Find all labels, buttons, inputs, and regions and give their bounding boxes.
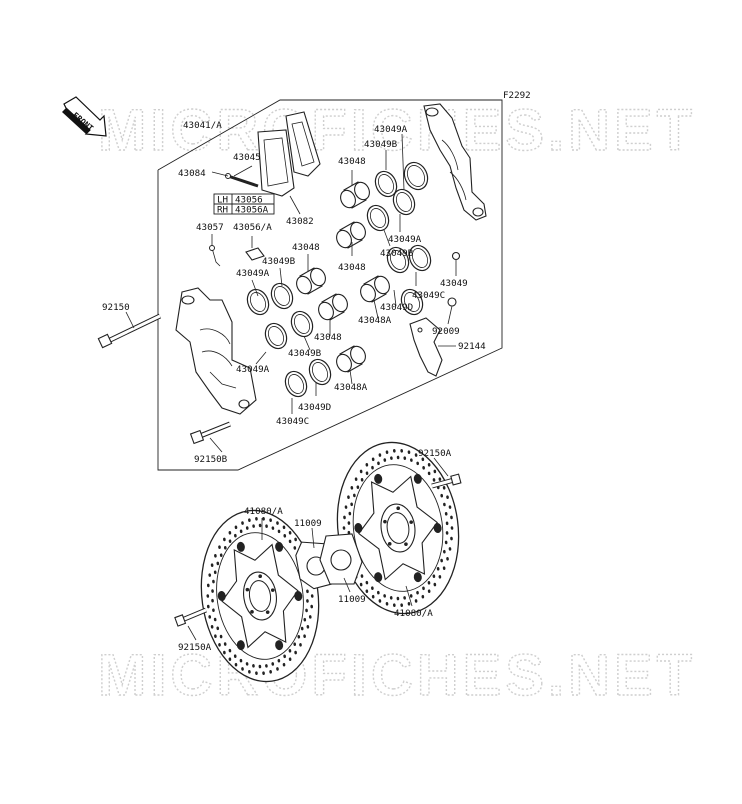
label-43049b-4: 43049B (288, 348, 322, 359)
label-11009-2: 11009 (338, 594, 366, 605)
piston (336, 221, 366, 249)
disc-bolt-92150a-upper (431, 473, 462, 489)
label-43048a-2: 43048A (334, 382, 368, 393)
label-43049: 43049 (440, 278, 468, 289)
label-43049b-2: 43049B (364, 139, 398, 150)
label-92144: 92144 (458, 341, 486, 352)
piston (296, 267, 326, 295)
label-92009: 92009 (432, 326, 460, 337)
label-43048a-1: 43048A (358, 315, 392, 326)
seal-ring (290, 310, 314, 338)
bracket-bolt (447, 297, 457, 307)
label-43041a: 43041/A (183, 120, 222, 131)
seal-ring (400, 288, 424, 316)
watermark-bottom: MICROFICHES.NET (98, 643, 696, 708)
label-43048-3: 43048 (338, 262, 366, 273)
hose-bracket (409, 317, 443, 377)
right-caliper (423, 103, 487, 221)
label-43048-4: 43048 (314, 332, 342, 343)
seal-ring (264, 322, 288, 350)
rh-label: RH (217, 205, 228, 216)
label-43049b-1: 43049B (262, 256, 296, 267)
label-43049b-3: 43049B (380, 248, 414, 259)
label-92150b: 92150B (194, 454, 228, 465)
label-43056a-spring: 43056/A (233, 222, 272, 233)
label-43049d-2: 43049D (298, 402, 331, 413)
label-92150: 92150 (102, 302, 130, 313)
part-43056a-label: 43056A (235, 205, 269, 216)
seal-ring (392, 188, 416, 216)
label-41080a-2: 41080/A (394, 608, 433, 619)
seal-ring (284, 370, 308, 398)
label-43049a-1: 43049A (236, 268, 270, 279)
disc-inner-rim (352, 464, 444, 592)
label-43049a-2: 43049A (374, 124, 408, 135)
seal-ring (374, 170, 398, 198)
lh-label: LH (217, 195, 228, 206)
pad-spring (245, 247, 265, 261)
label-41080a-1: 41080/A (244, 506, 283, 517)
left-caliper (175, 287, 257, 415)
disc-carrier (354, 473, 442, 583)
caliper-bolt-92150 (97, 313, 162, 349)
label-43057: 43057 (196, 222, 224, 233)
lh-rh-table: LH 43056 RH 43056A (213, 193, 275, 216)
pin-clip (209, 245, 221, 267)
seal-ring (246, 288, 270, 316)
caliper-bolt-92150b (189, 421, 231, 445)
label-43045: 43045 (233, 152, 261, 163)
disc-carrier (217, 541, 303, 651)
brake-pad-inner (285, 111, 321, 177)
watermark-top: MICROFICHES.NET (98, 98, 696, 163)
piston (340, 181, 370, 209)
label-11009-1: 11009 (294, 518, 322, 529)
label-43049a-3: 43049A (388, 234, 422, 245)
label-43084: 43084 (178, 168, 206, 179)
diagram-code: F2292 (503, 90, 531, 101)
piston (336, 345, 366, 373)
disc-inner-rim (216, 532, 304, 660)
seal-ring (366, 204, 390, 232)
brake-pad-outer (257, 129, 295, 197)
piston (360, 275, 390, 303)
part-43056-label: 43056 (235, 195, 263, 206)
label-43049c-1: 43049C (412, 290, 445, 301)
seals-and-pistons (246, 161, 432, 398)
assembly-frame (157, 99, 503, 471)
label-43048-1: 43048 (292, 242, 320, 253)
leader-lines (125, 133, 457, 641)
bleeder-washer (451, 251, 461, 261)
disc-spacer-right (319, 533, 363, 585)
disc-bolt-92150a-lower (174, 607, 207, 627)
pad-pin (225, 173, 259, 188)
seal-ring (403, 161, 429, 191)
label-43049a-4: 43049A (236, 364, 270, 375)
label-43082: 43082 (286, 216, 314, 227)
part-labels: 43041/A 43045 43084 43082 43057 43056/A … (102, 120, 486, 653)
seal-ring (386, 246, 410, 274)
seal-ring (270, 282, 294, 310)
label-43048-2: 43048 (338, 156, 366, 167)
seal-ring (408, 244, 432, 272)
label-92150a-1: 92150A (418, 448, 452, 459)
label-43049c-2: 43049C (276, 416, 309, 427)
label-92150a-2: 92150A (178, 642, 212, 653)
piston (318, 293, 348, 321)
label-43049d-1: 43049D (380, 302, 413, 313)
brake-disc-left (200, 509, 320, 683)
seal-ring (308, 358, 332, 386)
